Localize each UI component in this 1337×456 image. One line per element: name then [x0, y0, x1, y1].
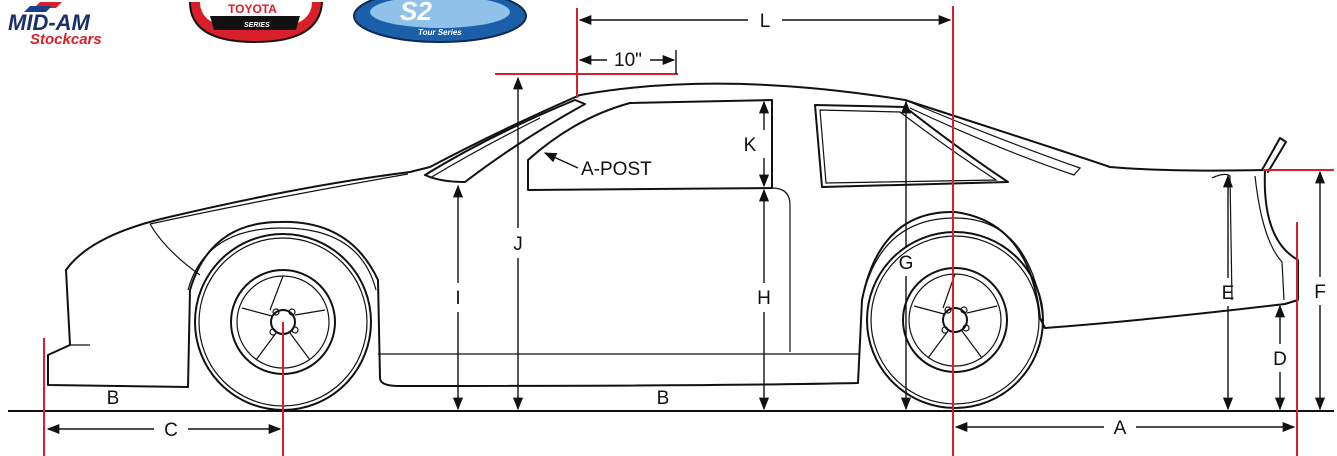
label-j: J: [513, 234, 523, 255]
s2-tour-series-logo: S2 Tour Series: [353, 0, 527, 43]
label-h: H: [757, 288, 771, 309]
toyota-logo-sub: SERIES: [244, 22, 270, 29]
toyota-logo-brand: TOYOTA: [228, 2, 277, 16]
midam-logo: MID-AM Stockcars: [8, 2, 102, 48]
label-f: F: [1314, 282, 1326, 303]
label-b-mid: B: [657, 388, 670, 409]
rear-wheel: [866, 231, 1044, 409]
midam-logo-title: MID-AM: [8, 10, 91, 35]
label-d: D: [1273, 349, 1287, 370]
label-i: I: [455, 288, 460, 309]
dimension-labels: L 10" A-POST J I K H G E D F B B C A: [107, 11, 1326, 441]
s2-logo-sub: Tour Series: [418, 28, 462, 37]
label-10-inch: 10": [614, 50, 642, 71]
label-b-front: B: [107, 388, 120, 409]
label-k: K: [744, 135, 757, 156]
dimension-lines: [46, 14, 1326, 435]
label-e: E: [1222, 283, 1235, 304]
label-a-post: A-POST: [581, 159, 652, 180]
label-a: A: [1114, 418, 1127, 439]
s2-logo-mark: S2: [400, 0, 432, 26]
label-g: G: [899, 253, 914, 274]
toyota-series-logo: TOYOTA SERIES: [189, 1, 323, 44]
label-c: C: [164, 420, 178, 441]
label-l: L: [760, 11, 771, 32]
midam-logo-subtitle: Stockcars: [30, 31, 102, 48]
reference-lines: [43, 6, 1334, 456]
